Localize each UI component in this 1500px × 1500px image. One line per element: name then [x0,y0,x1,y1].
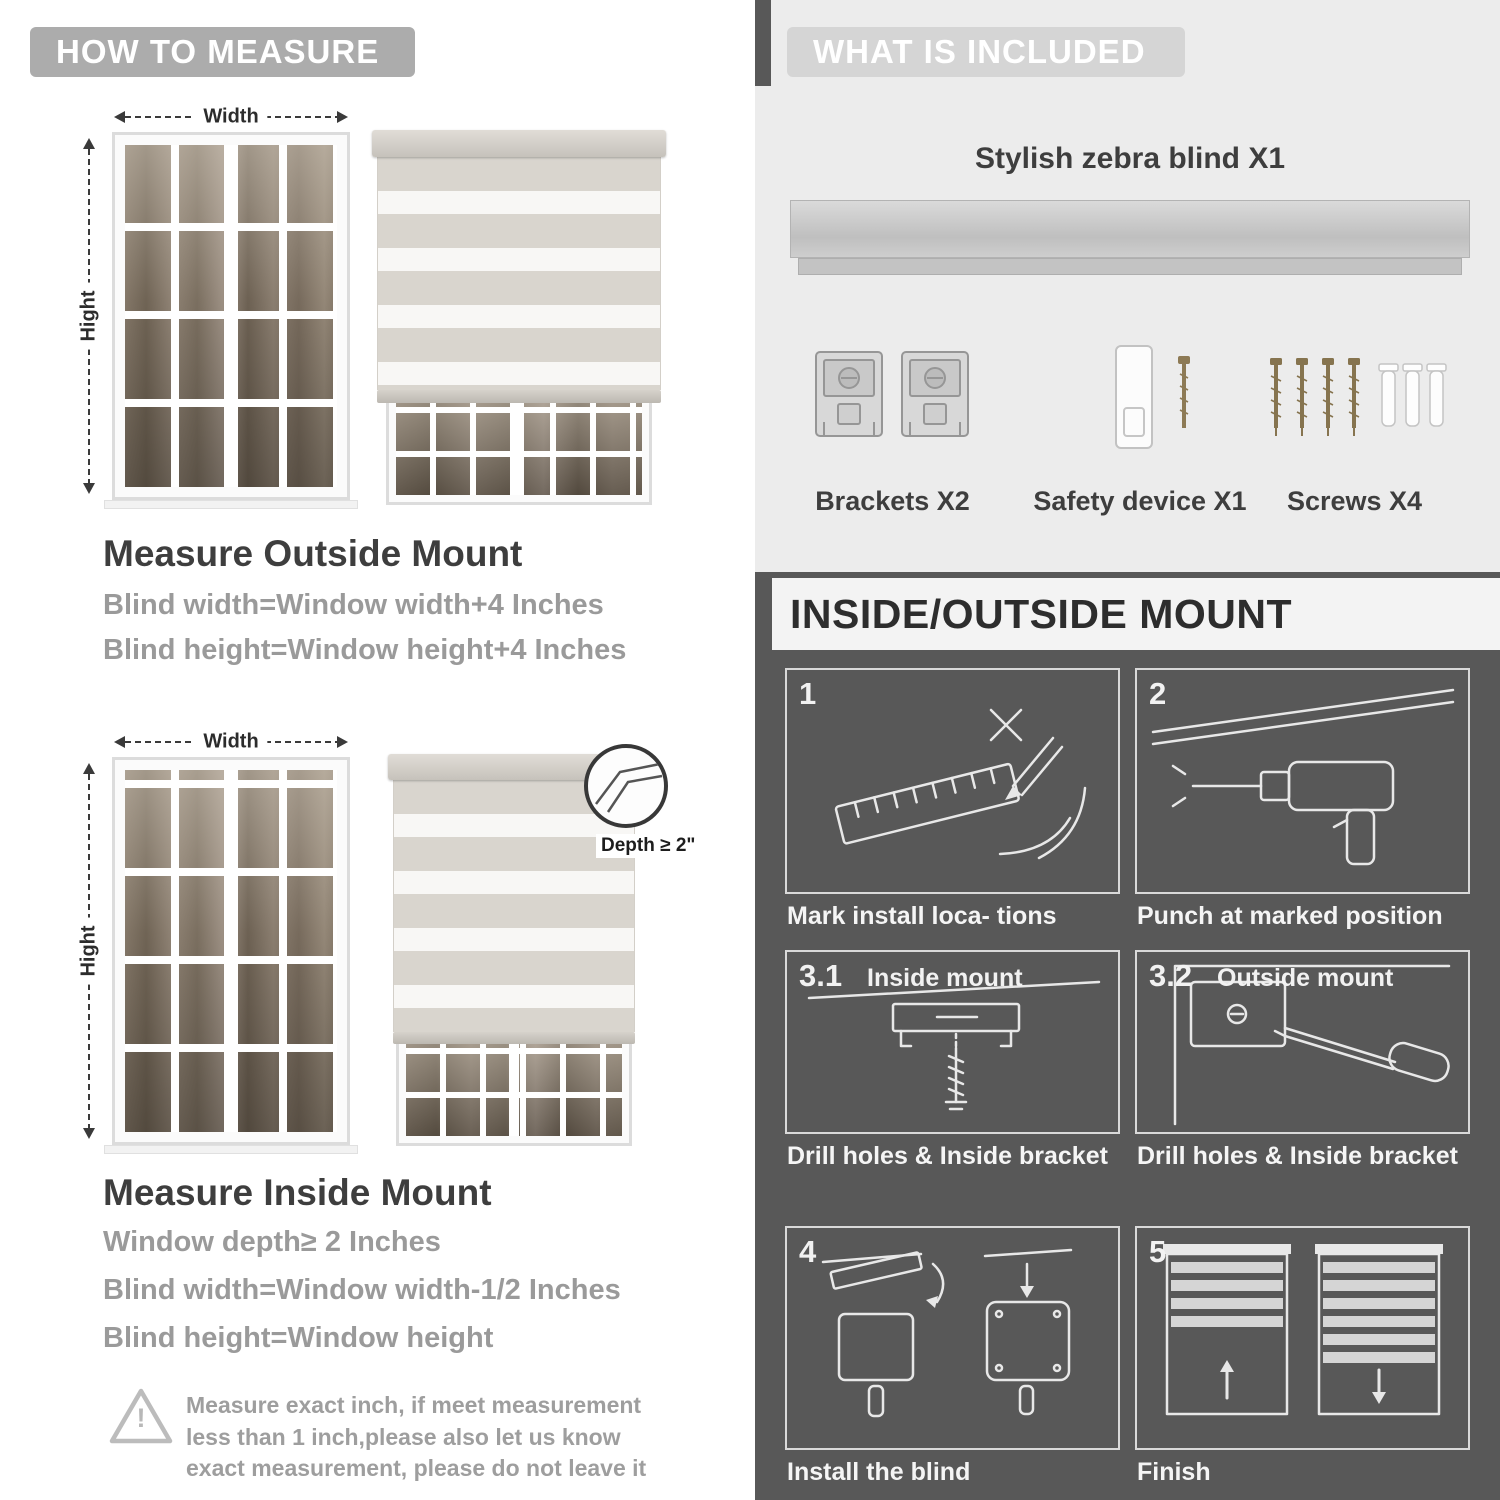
blind-stripes [377,157,661,390]
exclamation-mark: ! [136,1403,146,1433]
step-4-caption: Install the blind [787,1458,971,1486]
height-label: Hight [75,917,103,985]
drill-illustration [1151,688,1455,866]
step-5-caption: Finish [1137,1458,1211,1486]
width-label: Width [194,105,268,129]
step-number: 1 [799,676,817,711]
safety-device-icon [1115,345,1190,449]
window-panes [125,770,337,1132]
window-illustration-outside [112,132,350,500]
corner-accent [755,0,771,86]
window-panes [125,145,337,487]
width-arrow-inside: Width [112,730,350,754]
step-number: 3.2 [1149,958,1193,993]
blind-item-label: Stylish zebra blind X1 [974,142,1286,175]
warning-triangle-icon: ! [108,1386,174,1446]
blind-bottom-rail [377,390,661,403]
window-panes [406,1030,622,1136]
measure-note: Measure exact inch, if meet measurement … [186,1392,647,1482]
width-arrow-outside: Width [112,105,350,129]
step-1-panel: 1 [785,668,1120,894]
window-panes [396,388,642,495]
step-3-2-panel: 3.2 Outside mount [1135,950,1470,1134]
window-sill [104,1145,358,1154]
blind-cassette [372,130,666,157]
window-sill [104,500,358,509]
mark-locations-illustration [834,708,1087,860]
step-number: 3.1 [799,958,843,993]
outside-mount-title: Measure Outside Mount [103,533,523,574]
brackets-icon [815,351,969,437]
dashed-arrow-icon [83,763,95,1139]
window-illustration-inside [112,757,350,1145]
screws-label: Screws X4 [1286,486,1423,516]
finish-illustration [1163,1244,1443,1416]
dashed-arrow-icon [83,138,95,494]
step-number: 5 [1149,1234,1167,1269]
mount-section [755,572,1500,1500]
mount-header: INSIDE/OUTSIDE MOUNT [772,578,1500,650]
rolled-blind-bottom [798,258,1462,275]
step-3-1-caption: Drill holes & Inside bracket [787,1142,1108,1170]
zebra-blind-illustration-inside [388,754,640,1146]
height-arrow-inside: Hight [75,761,103,1141]
step-3-2-caption: Drill holes & Inside bracket [1137,1142,1458,1170]
outside-mount-tag: Outside mount [1217,964,1394,992]
depth-callout-circle [584,744,668,828]
step-5-panel: 5 [1135,1226,1470,1450]
step-number: 2 [1149,676,1167,711]
screws-icon [1270,356,1447,438]
rolled-blind-illustration [790,200,1470,258]
inside-mount-line-2: Blind width=Window width-1/2 Inches [103,1274,621,1306]
what-is-included-header: WHAT IS INCLUDED [787,27,1185,77]
inside-bracket-illustration [807,980,1101,1111]
blind-bottom-rail [393,1032,635,1044]
blind-stripes [393,780,635,1032]
brackets-label: Brackets X2 [815,486,970,516]
how-to-measure-header: HOW TO MEASURE [30,27,415,77]
outside-bracket-illustration [1173,964,1451,1126]
outside-mount-line-1: Blind width=Window width+4 Inches [103,589,604,621]
step-2-caption: Punch at marked position [1137,902,1443,930]
step-3-1-panel: 3.1 Inside mount [785,950,1120,1134]
depth-label: Depth ≥ 2" [596,834,701,858]
install-blind-illustration [821,1248,1073,1418]
height-label: Hight [75,282,103,350]
triangle-outline-icon [109,1388,173,1444]
frame-corner-icon [595,762,663,813]
step-2-panel: 2 [1135,668,1470,894]
width-label: Width [194,730,268,754]
inside-mount-line-3: Blind height=Window height [103,1322,494,1354]
height-arrow-outside: Hight [75,136,103,496]
zebra-blind-illustration-outside [372,130,666,505]
step-1-caption: Mark install loca- tions [787,902,1057,930]
step-4-panel: 4 [785,1226,1120,1450]
outside-mount-line-2: Blind height=Window height+4 Inches [103,634,627,666]
step-number: 4 [799,1234,817,1269]
what-is-included-section [755,0,1500,572]
safety-device-label: Safety device X1 [1033,486,1247,516]
inside-mount-title: Measure Inside Mount [103,1172,492,1213]
inside-mount-line-1: Window depth≥ 2 Inches [103,1226,441,1258]
inside-mount-tag: Inside mount [867,964,1023,992]
